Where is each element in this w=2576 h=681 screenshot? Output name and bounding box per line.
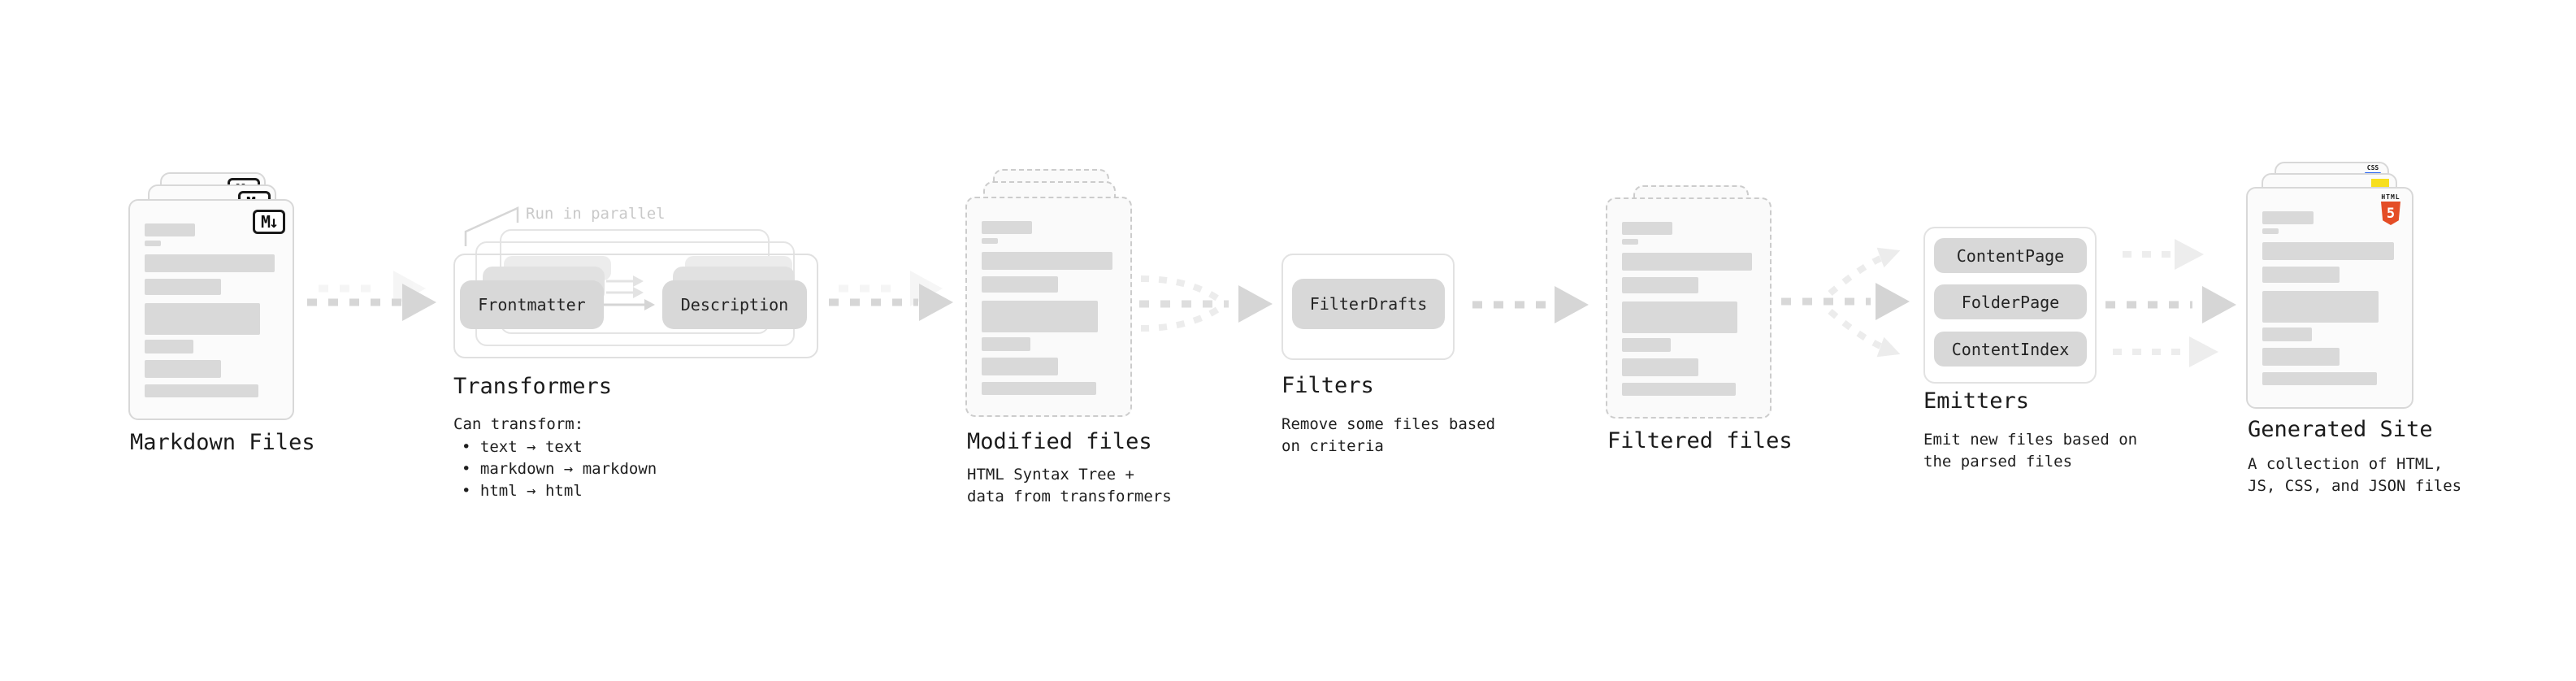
emitters-desc-2: the parsed files [1923,453,2073,471]
contentindex-pill-label: ContentIndex [1951,339,2070,359]
frontmatter-pill-label: Frontmatter [478,295,586,314]
text-line-placeholder [982,276,1059,293]
javascript-icon [2371,179,2389,189]
transformers-bullet-2: • markdown → markdown [462,460,657,478]
filterdrafts-pill: FilterDrafts [1292,279,1445,329]
arrow-transformers-to-modified [829,271,953,321]
modified-files-desc-1: HTML Syntax Tree + [967,466,1134,484]
text-line-placeholder [1622,253,1752,271]
text-line-placeholder [2262,291,2379,323]
arrow-emitters-to-generated [2105,239,2236,367]
text-line-placeholder [1622,239,1638,245]
css-icon-text: CSS [2366,164,2379,171]
markdown-icon-glyph: M↓ [260,212,279,232]
folderpage-pill-label: FolderPage [1961,292,2060,312]
generated-site-desc-1: A collection of HTML, [2248,455,2444,473]
transformers-desc-heading: Can transform: [453,415,584,433]
generated-file-card-front: HTML 5 [2246,187,2413,409]
text-line-placeholder [982,221,1033,234]
text-line-placeholder [1622,222,1672,235]
text-line-placeholder [982,301,1098,332]
text-line-placeholder [982,382,1096,395]
text-line-placeholder [145,279,221,295]
modified-files-desc-2: data from transformers [967,488,1172,505]
text-line-placeholder [982,337,1031,351]
run-in-parallel-annotation: Run in parallel [526,205,666,223]
text-line-placeholder [982,358,1059,375]
markdown-file-card-front: M↓ [128,199,294,420]
text-line-placeholder [145,303,260,335]
filters-desc-1: Remove some files based [1281,415,1496,433]
arrow-filtered-to-emitters [1781,247,1910,358]
frontmatter-pill: Frontmatter [460,280,604,329]
text-line-placeholder [1622,277,1698,293]
text-line-placeholder [982,252,1112,270]
transformer-box-front [453,254,818,358]
folderpage-pill: FolderPage [1934,284,2087,319]
modified-file-card-front [965,197,1132,417]
text-line-placeholder [145,360,221,378]
text-line-placeholder [145,241,161,246]
contentpage-pill-label: ContentPage [1956,245,2065,266]
text-line-placeholder [1622,338,1671,352]
text-line-placeholder [145,340,193,354]
text-line-placeholder [2262,211,2314,224]
html5-icon-number: 5 [2386,205,2396,222]
filters-title: Filters [1281,373,1374,398]
text-line-placeholder [2262,327,2312,341]
text-line-placeholder [1622,383,1736,396]
text-line-placeholder [1622,301,1737,333]
transformers-title: Transformers [453,374,613,399]
description-pill-label: Description [680,295,789,314]
text-line-placeholder [2262,242,2394,260]
arrow-modified-to-filters [1139,275,1273,332]
generated-site-label: Generated Site [2248,417,2433,442]
html5-icon-word: HTML [2381,193,2400,201]
emitters-title: Emitters [1923,388,2030,414]
text-line-placeholder [2262,372,2378,385]
text-line-placeholder [982,238,999,244]
markdown-files-label: Markdown Files [130,430,315,455]
filterdrafts-pill-label: FilterDrafts [1309,294,1428,314]
filtered-files-label: Filtered files [1607,428,1793,453]
contentpage-pill: ContentPage [1934,238,2087,273]
html5-icon: HTML 5 [2380,193,2401,225]
transformers-bullet-3: • html → html [462,482,583,500]
html5-icon-shield: 5 [2381,202,2400,225]
text-line-placeholder [2262,228,2279,234]
contentindex-pill: ContentIndex [1934,332,2087,367]
emitters-desc-1: Emit new files based on [1923,431,2138,449]
markdown-icon: M↓ [253,210,285,234]
arrow-markdown-to-transformers [307,271,436,321]
filters-desc-2: on criteria [1281,437,1384,455]
description-pill: Description [662,280,807,329]
text-line-placeholder [145,254,275,272]
text-line-placeholder [1622,358,1698,376]
modified-files-label: Modified files [967,429,1152,454]
arrow-filters-to-filtered [1472,286,1589,323]
text-line-placeholder [2262,348,2340,366]
text-line-placeholder [2262,267,2340,283]
generated-site-desc-2: JS, CSS, and JSON files [2248,477,2462,495]
filtered-file-card-front [1606,197,1772,419]
transformers-bullet-1: • text → text [462,438,583,456]
text-line-placeholder [145,384,258,397]
text-line-placeholder [145,223,195,236]
